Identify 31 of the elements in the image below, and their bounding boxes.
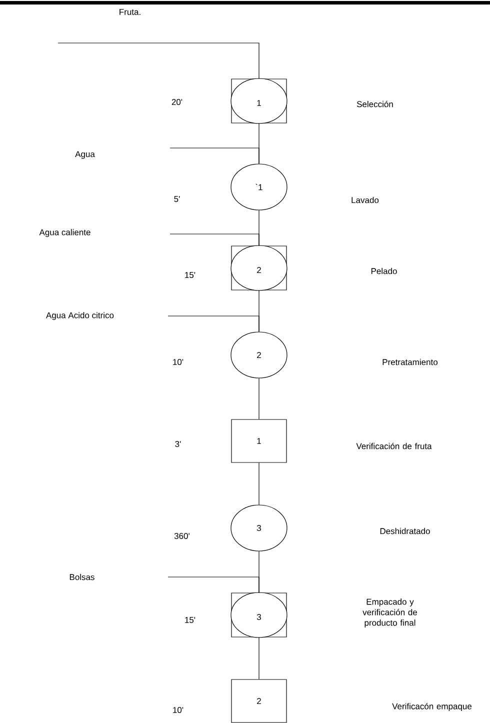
step-label: Pretratamiento — [382, 358, 438, 366]
time-label: 5' — [174, 196, 180, 202]
input-label: Bolsas — [70, 574, 94, 580]
step-label: Lavado — [352, 196, 379, 204]
step-label: Verificación de fruta — [356, 442, 432, 450]
flow-line — [258, 637, 260, 680]
time-label: 10' — [173, 706, 184, 713]
flow-line — [258, 462, 260, 505]
input-line — [170, 234, 260, 246]
time-label: 10' — [173, 359, 184, 365]
step-label: Empacado y verificación de producto final — [362, 598, 417, 628]
inspection-square: 1 — [231, 419, 287, 463]
time-label: 360' — [174, 533, 190, 539]
step-label: Verificacón empaque — [392, 702, 472, 711]
step-label: Deshidratado — [380, 528, 430, 534]
time-label: 3' — [175, 441, 181, 447]
step-label: Pelado — [371, 268, 397, 274]
time-label: 20' — [172, 99, 182, 105]
input-line — [168, 576, 260, 593]
flow-line — [258, 378, 260, 420]
time-label: 15' — [185, 272, 196, 278]
input-label: Agua Acido citrico — [46, 312, 114, 320]
input-label: Agua caliente — [39, 229, 90, 237]
step-label: Selección — [356, 100, 393, 108]
input-label: Agua — [75, 151, 95, 159]
input-line — [170, 148, 260, 164]
input-line — [168, 316, 260, 332]
time-label: 15' — [185, 617, 196, 623]
input-label: Fruta. — [120, 9, 140, 15]
input-line — [58, 42, 260, 79]
inspection-square: 2 — [231, 679, 287, 723]
